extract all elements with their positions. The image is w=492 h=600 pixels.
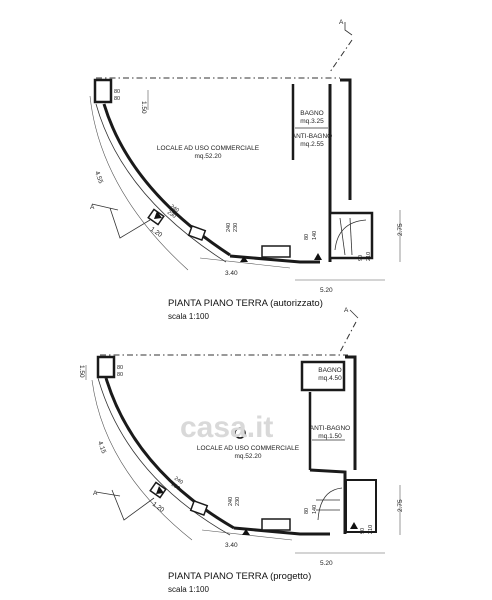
dim-w230b: 230 (235, 497, 241, 506)
entry-marker (242, 529, 250, 535)
dim-w140: 140 (312, 231, 318, 240)
watermark: casa.it (180, 411, 273, 444)
dim-w80b: 80 (114, 96, 120, 102)
dim-w230b: 230 (233, 223, 239, 232)
dim-w240: 240 (173, 476, 184, 486)
window-3 (261, 245, 291, 258)
dim-w140: 140 (312, 505, 318, 514)
dim-w230: 230 (166, 210, 177, 220)
dim-w80b: 80 (117, 372, 123, 378)
dim-w210: 210 (368, 525, 374, 534)
plan-scale: scala 1:100 (168, 585, 209, 594)
section-mark-a: A (339, 19, 344, 26)
curved-facade-outer (95, 103, 227, 263)
dim-line-340 (199, 257, 291, 269)
section-arrow (91, 203, 119, 211)
entry-marker (350, 522, 358, 529)
stair-curve (317, 487, 343, 521)
window-2 (187, 224, 207, 242)
plan-bottom: casa.it LOCALE AD USO COMMERCIALE mq.52.… (78, 307, 404, 594)
curved-facade-outer (97, 377, 231, 536)
stair-curve (334, 219, 367, 251)
dim-120: 1.20 (151, 501, 166, 514)
curved-facade-inner (102, 103, 231, 257)
right-wall (345, 355, 357, 470)
dim-w80c: 80 (304, 508, 310, 514)
curved-facade-inner (104, 377, 235, 530)
section-cut-left (111, 489, 155, 521)
bath-room (300, 360, 346, 392)
antibath-name: ANTI-BAGNO (310, 425, 350, 432)
dim-line-415 (91, 379, 193, 541)
right-wall (340, 78, 352, 200)
window-3 (261, 518, 291, 531)
pillar-circle (234, 427, 246, 439)
stair-step (339, 217, 346, 256)
dim-455: 4.55 (93, 170, 104, 185)
section-cut-left (109, 207, 151, 239)
main-room-area: mq.52.20 (194, 153, 221, 160)
main-room-name: LOCALE AD USO COMMERCIALE (197, 445, 300, 452)
section-cut-top (349, 309, 359, 319)
dim-w80a: 80 (117, 365, 123, 371)
dim-w240b: 240 (226, 223, 232, 232)
bottom-wall (233, 526, 330, 536)
plan-top: LOCALE AD USO COMMERCIALE mq.52.20 BAGNO… (89, 19, 404, 321)
dim-150: 1.50 (78, 365, 85, 378)
dim-150: 1.50 (140, 101, 147, 114)
dim-w210: 210 (366, 252, 372, 261)
bath-area: mq.4.50 (318, 375, 342, 382)
north-arrow-marker (156, 486, 164, 494)
bath-area: mq.3.25 (300, 118, 324, 125)
dim-w240b: 240 (228, 497, 234, 506)
dim-w80a: 80 (114, 89, 120, 95)
dim-520: 5.20 (320, 287, 333, 294)
dim-w90: 90 (358, 255, 364, 261)
dim-275: 2.75 (397, 223, 404, 236)
corner-pillar (93, 78, 113, 104)
dim-w80c: 80 (304, 234, 310, 240)
section-cut-line (339, 321, 357, 353)
plan-scale: scala 1:100 (168, 312, 209, 321)
dim-120: 1.20 (149, 226, 164, 239)
bath-name: BAGNO (300, 110, 323, 117)
dim-340: 3.40 (225, 542, 238, 549)
dim-line-455 (89, 95, 189, 271)
dim-340: 3.40 (225, 270, 238, 277)
section-mark-a: A (90, 204, 95, 211)
entry-marker (314, 253, 322, 260)
main-room-name: LOCALE AD USO COMMERCIALE (157, 145, 260, 152)
stair-wall (309, 468, 347, 534)
dim-520: 5.20 (320, 560, 333, 567)
dim-w240: 240 (169, 204, 180, 214)
antibath-name: ANTI-BAGNO (292, 133, 332, 140)
section-cut-line (329, 39, 353, 73)
section-mark-a: A (344, 307, 349, 314)
stair-step (349, 217, 353, 256)
plan-title: PIANTA PIANO TERRA (autorizzato) (168, 298, 323, 309)
dim-w90: 90 (360, 528, 366, 534)
corner-pillar (96, 355, 116, 379)
main-room-area: mq.52.20 (234, 453, 261, 460)
dim-415: 4.15 (96, 440, 107, 455)
bath-name: BAGNO (318, 367, 341, 374)
stair-box (345, 479, 377, 533)
section-mark-a: A (93, 490, 98, 497)
entry-marker (240, 256, 248, 262)
antibath-area: mq.2.55 (300, 141, 324, 148)
antibath-area: mq.1.50 (318, 433, 342, 440)
dim-275: 2.75 (397, 499, 404, 512)
window-2 (189, 499, 209, 517)
section-arrow (95, 491, 121, 497)
section-cut-top (344, 22, 353, 36)
bottom-wall (229, 254, 320, 264)
dim-w230: 230 (170, 482, 181, 492)
north-arrow-marker (154, 211, 162, 219)
plan-title: PIANTA PIANO TERRA (progetto) (168, 571, 311, 582)
